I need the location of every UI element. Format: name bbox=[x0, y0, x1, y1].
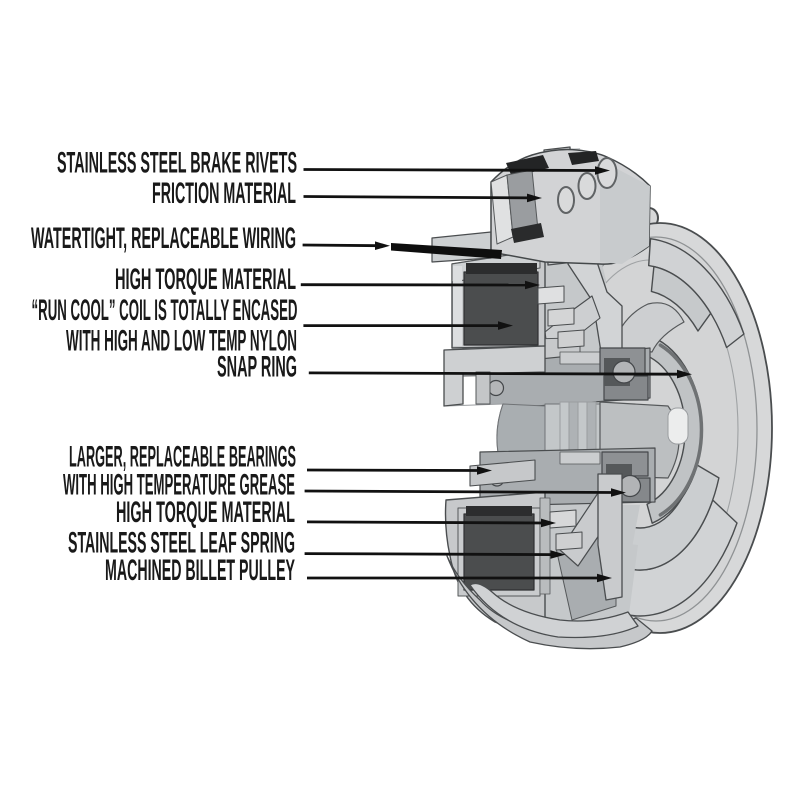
svg-text:WITH HIGH AND LOW TEMP NYLON: WITH HIGH AND LOW TEMP NYLON bbox=[66, 325, 297, 358]
svg-text:HIGH TORQUE MATERIAL: HIGH TORQUE MATERIAL bbox=[115, 263, 296, 296]
svg-text:MACHINED BILLET PULLEY: MACHINED BILLET PULLEY bbox=[105, 554, 295, 587]
svg-text:WITH HIGH TEMPERATURE GREASE: WITH HIGH TEMPERATURE GREASE bbox=[63, 469, 295, 502]
svg-text:“RUN COOL” COIL IS TOTALLY ENC: “RUN COOL” COIL IS TOTALLY ENCASED bbox=[32, 294, 298, 327]
svg-text:LARGER, REPLACEABLE BEARINGS: LARGER, REPLACEABLE BEARINGS bbox=[69, 441, 296, 474]
svg-text:WATERTIGHT, REPLACEABLE WIRING: WATERTIGHT, REPLACEABLE WIRING bbox=[31, 222, 296, 255]
svg-text:STAINLESS STEEL BRAKE RIVETS: STAINLESS STEEL BRAKE RIVETS bbox=[57, 147, 297, 180]
svg-text:SNAP RING: SNAP RING bbox=[217, 351, 297, 384]
svg-text:HIGH TORQUE MATERIAL: HIGH TORQUE MATERIAL bbox=[116, 496, 295, 529]
svg-text:STAINLESS STEEL LEAF SPRING: STAINLESS STEEL LEAF SPRING bbox=[68, 527, 295, 560]
svg-text:FRICTION MATERIAL: FRICTION MATERIAL bbox=[152, 177, 296, 210]
